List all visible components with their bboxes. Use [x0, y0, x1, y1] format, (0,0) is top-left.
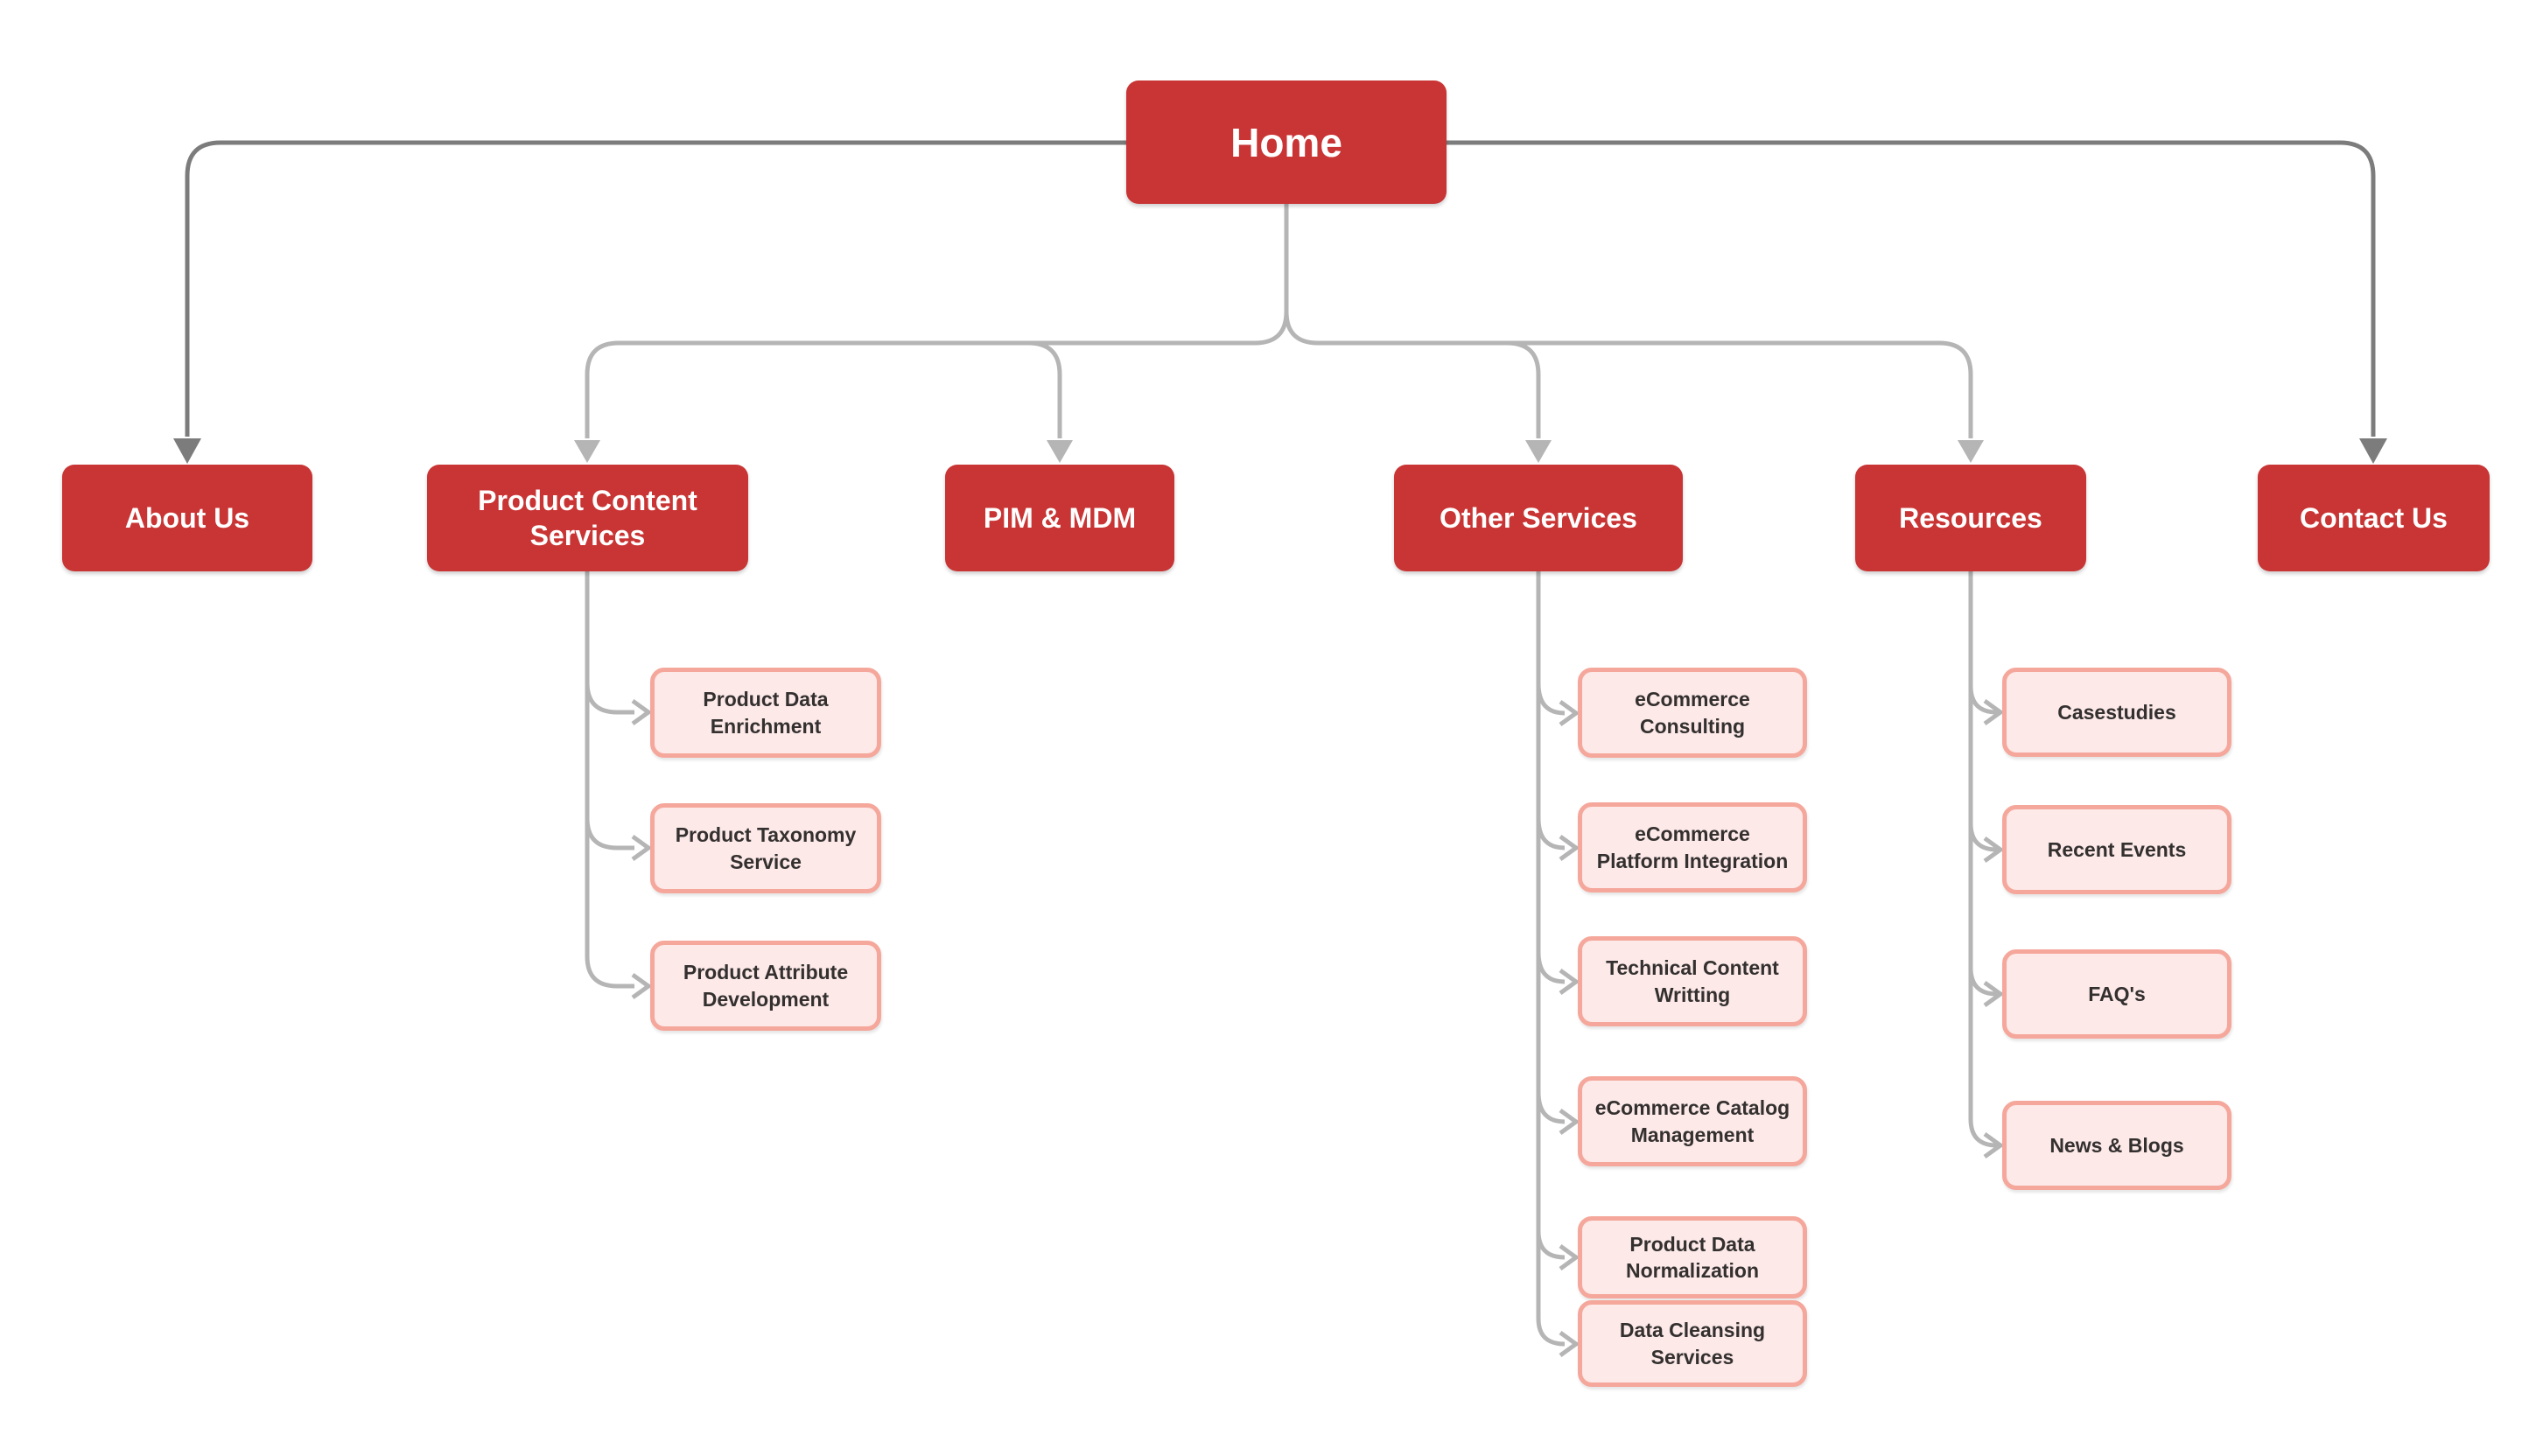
node-product-data-enrichment[interactable]: Product Data Enrichment: [650, 668, 881, 758]
arrow-other-services: [1525, 440, 1552, 463]
connector-res-children: [1968, 570, 2005, 1159]
node-resources[interactable]: Resources: [1855, 465, 2086, 571]
node-data-cleansing-services[interactable]: Data Cleansing Services: [1578, 1300, 1807, 1387]
node-ecommerce-consulting[interactable]: eCommerce Consulting: [1578, 668, 1807, 758]
arrow-product-content-services: [574, 440, 600, 463]
node-ecommerce-catalog-management[interactable]: eCommerce Catalog Management: [1578, 1076, 1807, 1166]
node-news-blogs[interactable]: News & Blogs: [2002, 1101, 2231, 1190]
node-product-attribute-development[interactable]: Product Attribute Development: [650, 941, 881, 1031]
connector-home-about: [185, 140, 1126, 437]
node-about-us[interactable]: About Us: [62, 465, 312, 571]
node-home[interactable]: Home: [1126, 80, 1447, 204]
node-pim-mdm[interactable]: PIM & MDM: [945, 465, 1174, 571]
node-product-taxonomy-service[interactable]: Product Taxonomy Service: [650, 803, 881, 893]
connector-home-bus: [585, 204, 1973, 438]
connector-os-children: [1536, 570, 1580, 1358]
node-contact-us[interactable]: Contact Us: [2258, 465, 2490, 571]
connector-pcs-children: [585, 570, 653, 1000]
node-casestudies[interactable]: Casestudies: [2002, 668, 2231, 757]
node-other-services[interactable]: Other Services: [1394, 465, 1683, 571]
node-product-data-normalization[interactable]: Product Data Normalization: [1578, 1216, 1807, 1298]
node-ecommerce-platform-integration[interactable]: eCommerce Platform Integration: [1578, 802, 1807, 892]
arrow-about-us: [173, 438, 201, 464]
arrow-contact-us: [2359, 438, 2387, 464]
arrow-pim-mdm: [1047, 440, 1073, 463]
node-faqs[interactable]: FAQ's: [2002, 949, 2231, 1039]
arrow-resources: [1958, 440, 1984, 463]
connector-home-contact: [1447, 140, 2376, 437]
node-technical-content-writting[interactable]: Technical Content Writting: [1578, 936, 1807, 1026]
node-product-content-services[interactable]: Product Content Services: [427, 465, 748, 571]
node-recent-events[interactable]: Recent Events: [2002, 805, 2231, 894]
